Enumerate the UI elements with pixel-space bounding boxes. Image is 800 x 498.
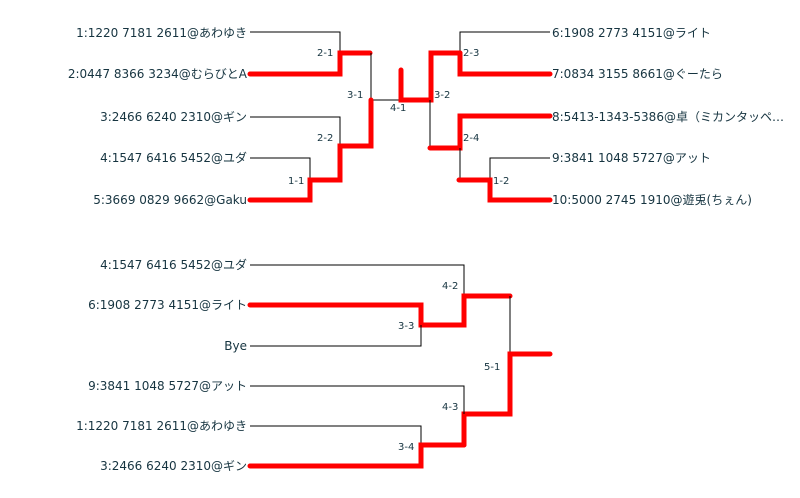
- match-label: 2-3: [463, 48, 480, 59]
- match-label: 2-1: [317, 48, 334, 59]
- entry-2[interactable]: 2:0447 8366 3234@むらびとA: [67, 67, 247, 81]
- bracket-line: [250, 157, 311, 180]
- entry[interactable]: 1:1220 7181 2611@あわゆき: [76, 419, 247, 433]
- entry-4[interactable]: 4:1547 6416 5452@ユダ: [100, 151, 247, 165]
- match-label: 3-4: [398, 442, 415, 453]
- match-label: 5-1: [484, 362, 501, 373]
- winner-line: [398, 50, 463, 103]
- match-label: 4-3: [442, 402, 459, 413]
- match-label: 1-1: [288, 176, 305, 187]
- bracket-line: [250, 116, 341, 146]
- bracket-line: [250, 425, 422, 445]
- entry-6[interactable]: 6:1908 2773 4151@ライト: [552, 26, 711, 40]
- winner-line: [247, 442, 467, 469]
- bracket-line: [459, 31, 550, 53]
- winner-line: [457, 50, 553, 77]
- winner-line: [247, 293, 513, 328]
- match-label: 4-2: [442, 281, 459, 292]
- bracket-line: [250, 385, 465, 414]
- match-label: 3-1: [347, 90, 364, 101]
- match-label: 4-1: [390, 103, 407, 114]
- bracket-line: [370, 53, 401, 101]
- entry-9[interactable]: 9:3841 1048 5727@アット: [552, 151, 711, 165]
- match-label: 1-2: [493, 176, 510, 187]
- bracket-line: [489, 157, 550, 180]
- entry[interactable]: 9:3841 1048 5727@アット: [88, 379, 247, 393]
- match-label: 2-2: [317, 133, 334, 144]
- match-label: 3-2: [434, 90, 451, 101]
- entry-3[interactable]: 3:2466 6240 2310@ギン: [100, 110, 247, 124]
- entry[interactable]: 4:1547 6416 5452@ユダ: [100, 258, 247, 272]
- entry-1[interactable]: 1:1220 7181 2611@あわゆき: [76, 26, 247, 40]
- entry[interactable]: 6:1908 2773 4151@ライト: [88, 298, 247, 312]
- winner-line: [427, 113, 553, 151]
- winner-line: [247, 97, 374, 203]
- bracket-line: [250, 264, 465, 296]
- entry-5[interactable]: 5:3669 0829 9662@Gaku: [93, 193, 247, 207]
- bracket-line: [250, 31, 341, 53]
- winner-line: [456, 177, 553, 203]
- match-label: 3-3: [398, 321, 415, 332]
- entry-bye: Bye: [224, 339, 247, 353]
- entry-7[interactable]: 7:0834 3155 8661@ぐーたら: [552, 67, 723, 81]
- winner-line: [461, 351, 553, 448]
- entry-8[interactable]: 8:5413-1343-5386@卓（ミカンタッペ…: [552, 110, 784, 124]
- entry[interactable]: 3:2466 6240 2310@ギン: [100, 459, 247, 473]
- match-label: 2-4: [463, 133, 480, 144]
- entry-10[interactable]: 10:5000 2745 1910@遊兎(ちぇん): [552, 193, 752, 207]
- winner-line: [247, 50, 373, 77]
- bracket-line: [250, 325, 422, 347]
